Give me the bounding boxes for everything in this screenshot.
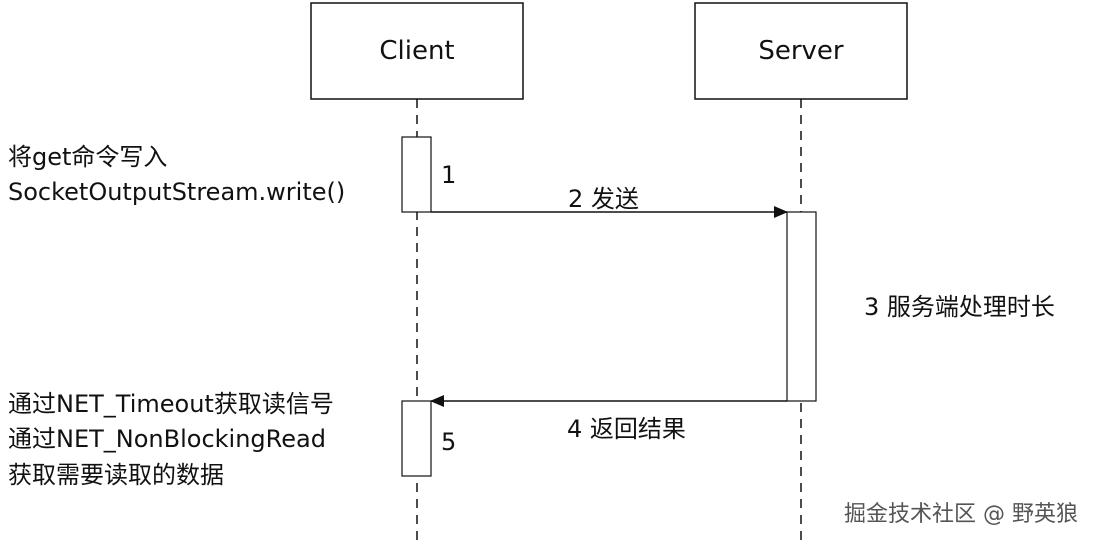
write-note: 将get命令写入 SocketOutputStream.write()	[8, 143, 345, 206]
read-note: 通过NET_Timeout获取读信号 通过NET_NonBlockingRead…	[8, 390, 334, 489]
participant-client: Client	[310, 2, 524, 100]
participant-server-box	[694, 2, 908, 100]
participant-server-label: Server	[758, 36, 844, 66]
read-note-line-2: 通过NET_NonBlockingRead	[8, 425, 326, 453]
activation-label-1: 1	[441, 161, 456, 189]
watermark-text: 掘金技术社区 @ 野英狼	[844, 502, 1078, 527]
send-message-label: 2 发送	[568, 185, 639, 213]
write-note-line-1: 将get命令写入	[8, 143, 167, 171]
participant-client-label: Client	[379, 36, 454, 66]
write-note-line-2: SocketOutputStream.write()	[8, 178, 345, 206]
participant-client-box	[310, 2, 524, 100]
participant-server: Server	[694, 2, 908, 100]
server-activation	[786, 211, 817, 402]
read-note-line-1: 通过NET_Timeout获取读信号	[8, 390, 334, 418]
client-activation-1	[401, 136, 432, 213]
return-message-label: 4 返回结果	[567, 415, 686, 443]
process-duration-label: 3 服务端处理时长	[864, 293, 1055, 321]
client-activation-2	[401, 400, 432, 477]
read-note-line-3: 获取需要读取的数据	[8, 461, 224, 489]
activation-label-5: 5	[441, 428, 456, 456]
